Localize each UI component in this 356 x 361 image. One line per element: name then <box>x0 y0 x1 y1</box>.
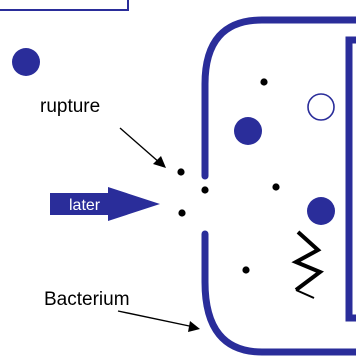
bacterium-wall-lower <box>205 234 356 352</box>
free-particle <box>12 48 40 76</box>
bacterium-label: Bacterium <box>44 289 130 310</box>
dot <box>272 183 279 190</box>
dot <box>242 266 249 273</box>
frame-corner <box>0 0 128 10</box>
bacterium-wall-upper <box>205 20 356 176</box>
dot <box>201 186 208 193</box>
rupture-pointer <box>120 128 160 163</box>
later-label: later <box>69 197 101 214</box>
inner-particle-large <box>234 117 262 145</box>
dot <box>178 209 185 216</box>
dot <box>177 168 184 175</box>
bacterium-pointer-head <box>188 321 200 332</box>
bacterium-wall-right <box>349 40 356 318</box>
bacterium-pointer <box>118 311 194 327</box>
inner-particle-right <box>307 197 335 225</box>
dot <box>260 78 267 85</box>
later-arrow <box>50 187 160 221</box>
dna-squiggle-tail <box>296 290 314 298</box>
empty-capsid <box>308 94 334 120</box>
rupture-label: rupture <box>40 96 100 117</box>
dna-squiggle <box>296 232 320 290</box>
